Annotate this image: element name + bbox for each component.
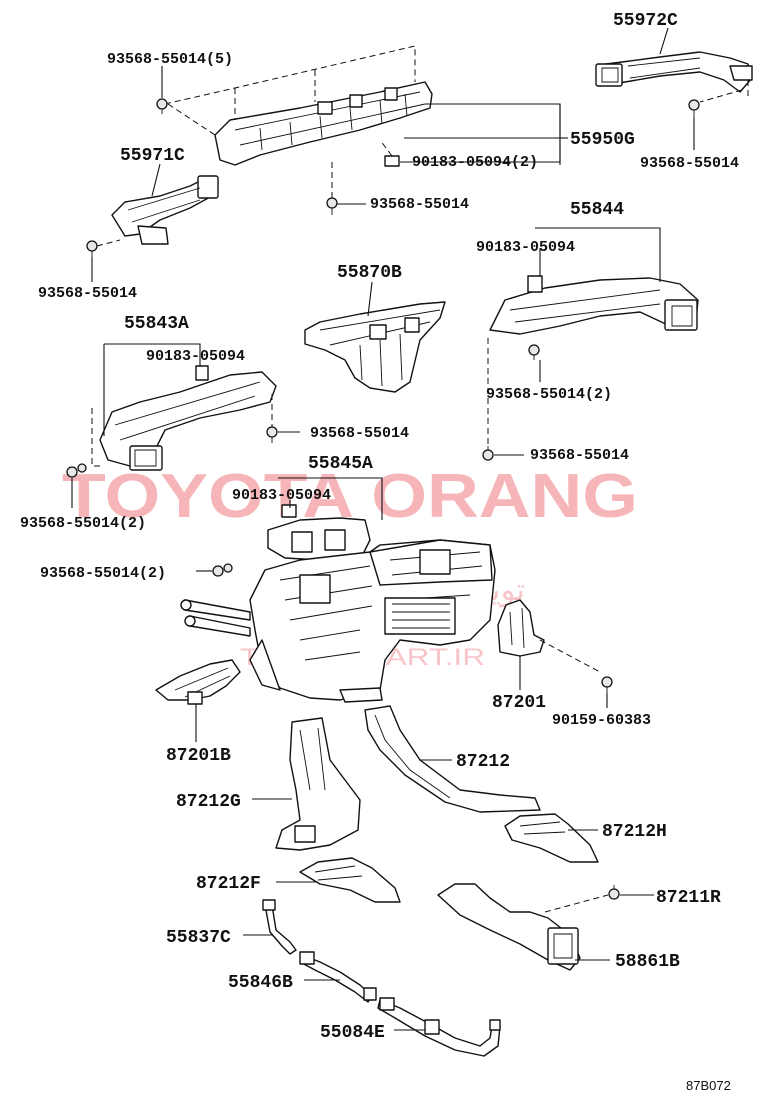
dashbox-55843a — [91, 408, 100, 467]
duct-55971c-drawing — [111, 175, 219, 245]
screw-55972c — [688, 99, 700, 118]
screw-55844-b — [482, 338, 494, 461]
hose-55846b-drawing — [299, 951, 377, 1003]
label-87211r: 87211R — [656, 888, 721, 908]
label-93568-55014-right-top: 93568-55014 — [640, 155, 739, 172]
label-93568-55014-2-left: 93568-55014(2) — [20, 515, 146, 532]
label-55084e: 55084E — [320, 1023, 385, 1043]
label-93568-55014-2-right: 93568-55014(2) — [486, 386, 612, 403]
label-55843a: 55843A — [124, 314, 189, 334]
label-55844: 55844 — [570, 200, 624, 220]
screw-below-bracket — [326, 160, 338, 215]
label-90183-05094-center: 90183-05094 — [232, 487, 331, 504]
label-87212g: 87212G — [176, 792, 241, 812]
bracket-55950g-drawing — [214, 81, 433, 166]
label-87201b: 87201B — [166, 746, 231, 766]
screw-55843a-a — [266, 394, 278, 443]
label-58861b: 58861B — [615, 952, 680, 972]
label-55837c: 55837C — [166, 928, 231, 948]
label-93568-55014-right-mid: 93568-55014 — [530, 447, 629, 464]
duct-87212f-drawing — [299, 857, 401, 903]
clip-bracket — [379, 139, 400, 167]
screw-87201 — [601, 676, 613, 693]
label-90183-05094-right: 90183-05094 — [476, 239, 575, 256]
label-87212f: 87212F — [196, 874, 261, 894]
label-55870b: 55870B — [337, 263, 402, 283]
screw-55844-a — [528, 344, 540, 360]
hose-55837c-drawing — [262, 899, 297, 955]
bracket-87201b-drawing — [155, 659, 241, 705]
screw-55843a-b — [66, 463, 87, 478]
label-93568-55014-center: 93568-55014 — [370, 196, 469, 213]
bracket-55950g-dashbox — [164, 45, 416, 136]
label-87201: 87201 — [492, 693, 546, 713]
label-55950g: 55950G — [570, 130, 635, 150]
label-93568-55014-5: 93568-55014(5) — [107, 51, 233, 68]
screw-87211r — [608, 885, 620, 900]
hvac-unit-drawing — [180, 539, 496, 703]
duct-87212h-drawing — [504, 813, 599, 863]
label-87212: 87212 — [456, 752, 510, 772]
duct-55844-drawing — [489, 275, 699, 335]
bracket-55870b-drawing — [304, 301, 446, 393]
label-93568-55014-middle: 93568-55014 — [310, 425, 409, 442]
screw-55971c — [86, 239, 121, 257]
label-55972c: 55972C — [613, 11, 678, 31]
duct-58861b-drawing — [437, 883, 609, 971]
duct-87212g-drawing — [275, 717, 361, 851]
label-93568-55014-left: 93568-55014 — [38, 285, 137, 302]
bracket-87201-drawing — [497, 599, 601, 673]
label-87212h: 87212H — [602, 822, 667, 842]
label-93568-55014-2-mid: 93568-55014(2) — [40, 565, 166, 582]
leader-lines — [71, 27, 695, 1031]
diagram-code: 87B072 — [686, 1078, 731, 1093]
screw-unit-left — [212, 563, 233, 577]
hose-55084e-drawing — [377, 997, 501, 1057]
duct-55972c-drawing — [595, 51, 753, 103]
duct-55843a-drawing — [99, 365, 277, 471]
screw-top-left — [156, 98, 168, 114]
label-55845a: 55845A — [308, 454, 373, 474]
label-90183-05094-left: 90183-05094 — [146, 348, 245, 365]
label-90183-05094-2: 90183-05094(2) — [412, 154, 538, 171]
label-55971c: 55971C — [120, 146, 185, 166]
duct-55845a-drawing — [267, 504, 371, 561]
label-90159-60383: 90159-60383 — [552, 712, 651, 729]
duct-87212-drawing — [364, 705, 541, 813]
label-55846b: 55846B — [228, 973, 293, 993]
